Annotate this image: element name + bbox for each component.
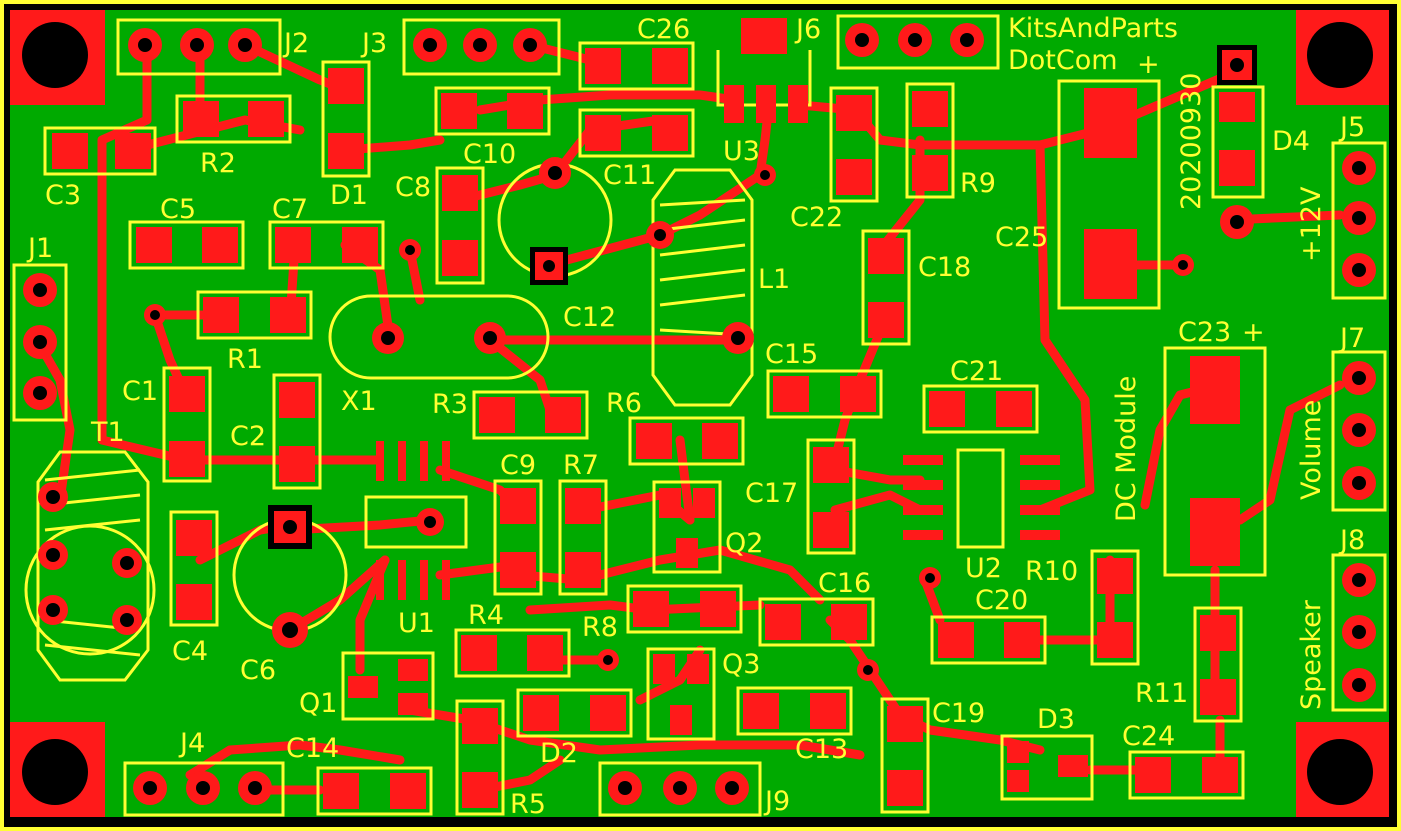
label-r7: R7	[563, 450, 599, 481]
label-c18: C18	[918, 252, 971, 283]
label-c5: C5	[160, 194, 196, 225]
through-hole-parts	[24, 157, 754, 682]
ics	[364, 18, 1060, 600]
label-brand-line1: KitsAndParts	[1008, 13, 1178, 44]
label-q3: Q3	[722, 649, 760, 680]
label-r8: R8	[582, 612, 618, 643]
label-dc-module: DC Module	[1111, 376, 1142, 522]
transistors	[341, 480, 743, 741]
label-c1: C1	[122, 376, 158, 407]
label-j4: J4	[178, 728, 205, 759]
label-r1: R1	[227, 344, 263, 375]
label-q1: Q1	[299, 688, 337, 719]
label-u1: U1	[398, 608, 435, 639]
label-c23: C23	[1178, 317, 1231, 348]
label-c24: C24	[1122, 721, 1175, 752]
label-c9: C9	[500, 450, 536, 481]
label-c22: C22	[790, 202, 843, 233]
smd-parts	[43, 41, 1245, 816]
label-c14: C14	[286, 733, 339, 764]
label-r5: R5	[510, 789, 546, 820]
label-c11: C11	[603, 160, 656, 191]
large-parts	[1057, 45, 1267, 577]
label-j6: J6	[794, 14, 821, 45]
silkscreen-labels: J2 J3 C26 J6 KitsAndParts DotCom + 20200…	[26, 13, 1365, 820]
label-date-code: 20200930	[1176, 73, 1207, 210]
mounting-holes	[10, 10, 1389, 817]
label-c26: C26	[637, 14, 690, 45]
label-c19: C19	[932, 698, 985, 729]
label-d2: D2	[540, 738, 578, 769]
label-j5: J5	[1338, 112, 1365, 143]
label-d4: D4	[1272, 126, 1310, 157]
label-c16: C16	[818, 568, 871, 599]
label-speaker: Speaker	[1296, 599, 1327, 710]
label-c4: C4	[172, 636, 208, 667]
label-d1: D1	[330, 180, 368, 211]
label-j2: J2	[282, 28, 309, 59]
label-j1: J1	[26, 233, 53, 264]
label-c6: C6	[240, 655, 276, 686]
label-brand-line2: DotCom	[1008, 45, 1118, 76]
label-j8: J8	[1338, 525, 1365, 556]
label-r6: R6	[606, 388, 642, 419]
label-volume: Volume	[1296, 400, 1327, 500]
label-d3: D3	[1037, 704, 1075, 735]
label-c17: C17	[745, 478, 798, 509]
label-j7: J7	[1338, 323, 1365, 354]
label-t1: T1	[90, 417, 125, 448]
label-r2: R2	[200, 148, 236, 179]
label-c3: C3	[45, 180, 81, 211]
label-c25: C25	[995, 222, 1048, 253]
label-x1: X1	[341, 386, 377, 417]
label-c21: C21	[950, 356, 1003, 387]
label-c7: C7	[272, 194, 308, 225]
label-c15: C15	[765, 339, 818, 370]
label-j9: J9	[763, 786, 790, 817]
label-plus-12v: +12V	[1296, 186, 1327, 262]
label-r10: R10	[1025, 556, 1078, 587]
label-c25-plus: +	[1137, 49, 1160, 80]
label-q2: Q2	[725, 528, 763, 559]
label-c8: C8	[395, 172, 431, 203]
label-r3: R3	[432, 389, 468, 420]
label-c13: C13	[795, 734, 848, 765]
label-u2: U2	[965, 553, 1002, 584]
label-c20: C20	[975, 585, 1028, 616]
label-c12: C12	[563, 302, 616, 333]
label-l1: L1	[758, 264, 790, 295]
label-u3: U3	[723, 136, 760, 167]
label-r4: R4	[468, 600, 504, 631]
label-c23-plus: +	[1242, 317, 1265, 348]
label-r11: R11	[1135, 678, 1188, 709]
label-c2: C2	[230, 421, 266, 452]
label-j3: J3	[360, 28, 387, 59]
connectors	[12, 14, 1387, 817]
label-c10: C10	[463, 139, 516, 170]
label-r9: R9	[960, 168, 996, 199]
